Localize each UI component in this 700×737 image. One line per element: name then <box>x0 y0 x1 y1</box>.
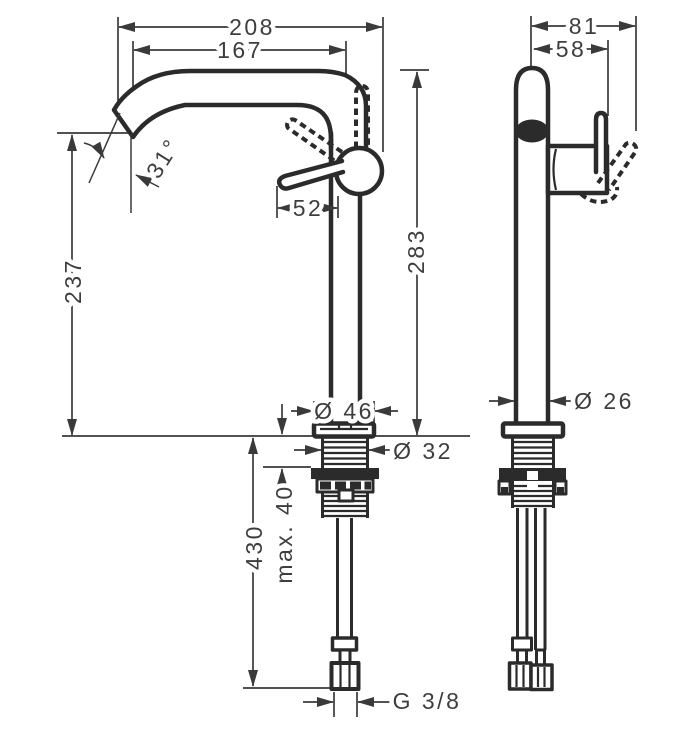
dim-spout-angle: 31° <box>141 133 185 183</box>
dim-max-mounting-thickness: max. 40 <box>271 484 297 583</box>
spout-outlet-ellipse <box>515 119 549 143</box>
front-view: 208 167 31° 52 237 283 Ø 46 Ø 32 max. 40… <box>56 10 470 719</box>
dim-handle-depth: 58 <box>556 36 587 62</box>
side-view: 81 58 Ø 26 <box>489 9 639 692</box>
dim-shank-diameter: Ø 32 <box>393 438 453 464</box>
front-extension-lines <box>57 17 470 717</box>
handle-pin <box>593 110 609 175</box>
dim-base-diameter: Ø 46 <box>314 398 374 424</box>
dim-connection-thread: G 3/8 <box>393 688 462 714</box>
dim-overall-depth: 208 <box>229 14 275 40</box>
dim-handle-length: 52 <box>293 195 324 221</box>
dim-body-diameter: Ø 26 <box>574 388 634 414</box>
front-base <box>311 421 379 518</box>
front-column <box>328 130 363 426</box>
handle-lever-raised-hidden <box>285 117 344 163</box>
dim-connection-length: 430 <box>241 524 267 570</box>
side-supply-hoses <box>507 508 554 692</box>
side-dimension-lines <box>489 21 636 406</box>
dim-spout-reach: 167 <box>217 37 263 63</box>
side-column <box>513 65 551 426</box>
front-dimension-lines <box>67 22 422 707</box>
dim-spout-height: 237 <box>60 258 86 304</box>
handle-lever <box>276 158 346 191</box>
handle-pin-hidden <box>354 83 370 148</box>
front-supply-hose <box>329 518 361 691</box>
spout-angle-detail <box>83 112 160 213</box>
dim-overall-height: 283 <box>403 228 429 274</box>
handle-housing-shading <box>552 148 558 191</box>
dim-handle-swing-depth: 81 <box>569 13 600 39</box>
side-base <box>497 421 568 508</box>
handle-swung-hidden <box>596 140 639 192</box>
spout-outline <box>111 68 369 151</box>
